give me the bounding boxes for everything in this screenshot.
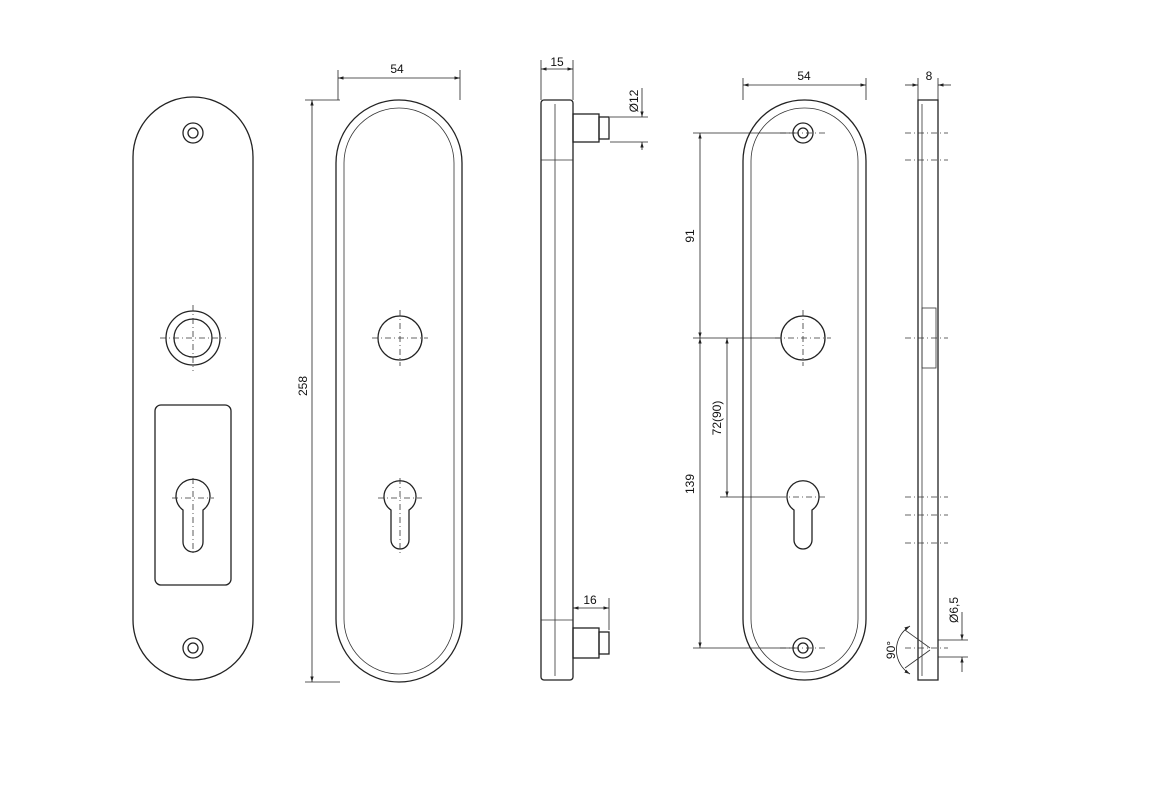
hole-diameter-dimension: Ø6,5 [947, 597, 961, 623]
keyhole [172, 478, 214, 555]
profile-view: 8 Ø6,5 90° [884, 69, 968, 681]
angle-dimension: 90° [884, 641, 898, 659]
plate-outline [132, 96, 254, 681]
keyhole [378, 478, 422, 555]
screw-top [182, 122, 204, 144]
keyhole [786, 480, 820, 550]
rear-view: 54 91 139 72(90) [683, 69, 867, 681]
handle-hole [160, 305, 226, 371]
upper-spacing-dimension: 91 [683, 229, 697, 243]
front-view [132, 96, 254, 681]
outline-view: 54 258 [296, 62, 463, 683]
width-dimension: 54 [390, 62, 404, 76]
pin-diameter-dimension: Ø12 [627, 89, 641, 112]
pin-top [572, 113, 610, 143]
pin-bottom [572, 627, 610, 659]
lower-spacing-dimension: 139 [683, 474, 697, 494]
thickness-dimension: 8 [926, 69, 933, 83]
screw-bottom [182, 637, 204, 659]
key-recess [154, 404, 232, 586]
width-dimension: 54 [797, 69, 811, 83]
pin-length-dimension: 16 [583, 593, 597, 607]
side-view: 15 Ø12 16 [540, 55, 648, 681]
thickness-dimension: 15 [550, 55, 564, 69]
handle-hole [372, 310, 428, 366]
key-spacing-dimension: 72(90) [710, 401, 724, 436]
height-dimension: 258 [296, 376, 310, 396]
